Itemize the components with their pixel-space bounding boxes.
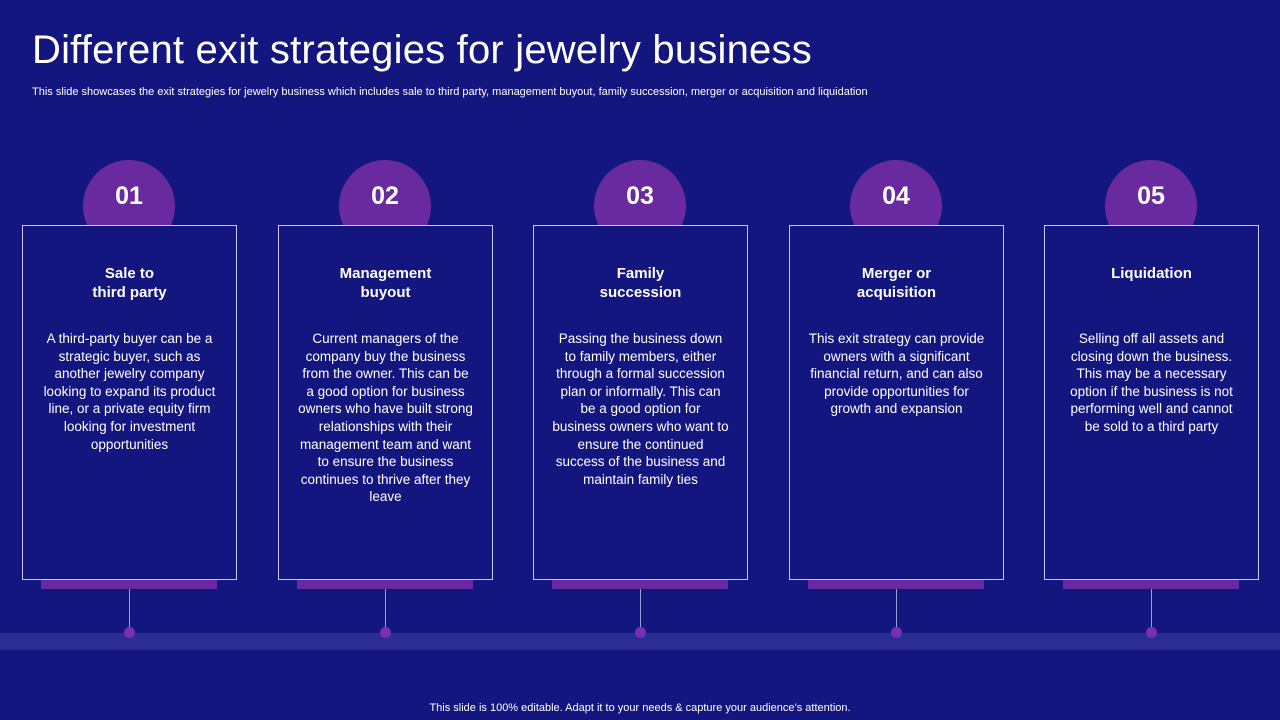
step-title: Family succession bbox=[599, 265, 682, 301]
step-title: Merger or acquisition bbox=[856, 265, 937, 301]
step-5: 05 Liquidation Selling off all assets an… bbox=[1044, 160, 1259, 640]
footer-note: This slide is 100% editable. Adapt it to… bbox=[429, 702, 851, 714]
timeline-dot bbox=[124, 627, 135, 638]
timeline-dot bbox=[380, 627, 391, 638]
step-connector-line bbox=[640, 589, 641, 629]
step-title: Sale to third party bbox=[92, 265, 167, 301]
step-description: Passing the business down to family memb… bbox=[552, 331, 729, 487]
timeline-dot bbox=[891, 627, 902, 638]
step-description: This exit strategy can provide owners wi… bbox=[808, 331, 985, 417]
step-connector-line bbox=[385, 589, 386, 629]
step-1: 01 Sale to third party A third-party buy… bbox=[22, 160, 237, 640]
step-card: Merger or acquisition This exit strategy… bbox=[789, 225, 1004, 580]
step-description: Selling off all assets and closing down … bbox=[1070, 331, 1233, 434]
page-subtitle: This slide showcases the exit strategies… bbox=[32, 86, 868, 98]
timeline-dot bbox=[635, 627, 646, 638]
step-title: Liquidation bbox=[1111, 265, 1192, 282]
step-connector-line bbox=[1151, 589, 1152, 629]
step-connector-line bbox=[129, 589, 130, 629]
timeline-dot bbox=[1146, 627, 1157, 638]
step-card: Management buyout Current managers of th… bbox=[278, 225, 493, 580]
step-card-accent-bar bbox=[552, 580, 728, 589]
step-2: 02 Management buyout Current managers of… bbox=[278, 160, 493, 640]
step-description: Current managers of the company buy the … bbox=[298, 331, 473, 505]
step-card-accent-bar bbox=[808, 580, 984, 589]
step-4: 04 Merger or acquisition This exit strat… bbox=[789, 160, 1004, 640]
step-card: Sale to third party A third-party buyer … bbox=[22, 225, 237, 580]
step-card-accent-bar bbox=[297, 580, 473, 589]
step-title: Management buyout bbox=[339, 265, 432, 301]
step-card: Liquidation Selling off all assets and c… bbox=[1044, 225, 1259, 580]
step-card: Family succession Passing the business d… bbox=[533, 225, 748, 580]
step-card-accent-bar bbox=[41, 580, 217, 589]
step-connector-line bbox=[896, 589, 897, 629]
step-description: A third-party buyer can be a strategic b… bbox=[43, 331, 216, 452]
step-card-accent-bar bbox=[1063, 580, 1239, 589]
timeline-bar bbox=[0, 633, 1280, 650]
step-3: 03 Family succession Passing the busines… bbox=[533, 160, 748, 640]
page-title: Different exit strategies for jewelry bu… bbox=[32, 28, 812, 72]
